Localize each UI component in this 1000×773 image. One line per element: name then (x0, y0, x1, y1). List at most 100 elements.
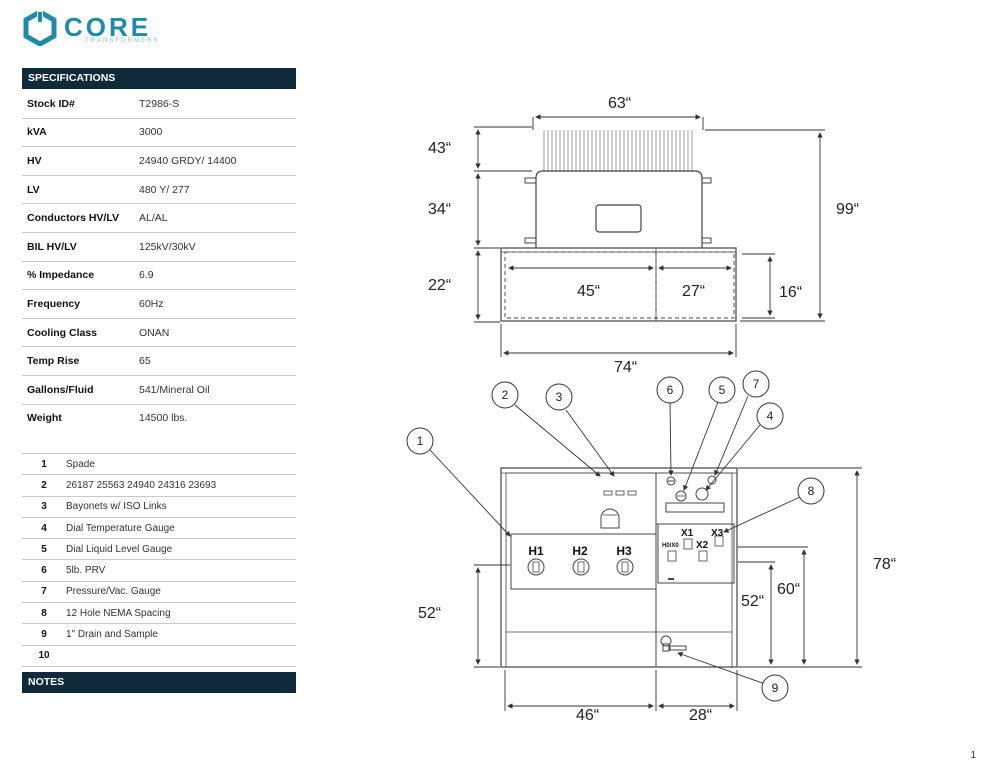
hv-label-h1: H1 (528, 544, 544, 558)
page-number: 1 (970, 750, 976, 761)
legend-number: 6 (22, 559, 66, 582)
callout-8 (797, 477, 825, 505)
front-view (406, 370, 862, 711)
prv-valve (666, 476, 676, 486)
legend-row: 10 (22, 645, 296, 667)
callout-9 (761, 674, 789, 702)
legend-text: Pressure/Vac. Gauge (66, 581, 296, 604)
lv-label-x3: X3 (711, 528, 724, 539)
lv-bushing-panel (657, 523, 735, 584)
legend-number: 9 (22, 623, 66, 646)
tank-lug-right (701, 177, 712, 184)
spec-label: kVA (22, 118, 134, 148)
spec-value: 541/Mineral Oil (134, 375, 296, 405)
callout-2-label: 2 (502, 388, 509, 402)
legend-text: 26187 25563 24940 24316 23693 (66, 474, 296, 497)
hv-bushing-panel (510, 533, 657, 590)
dim-base-height: 22“ (428, 277, 451, 294)
callout-6-label: 6 (667, 383, 674, 397)
legend-text (66, 645, 296, 667)
spec-value: 6.9 (134, 261, 296, 291)
spec-label: Frequency (22, 289, 134, 319)
callout-4 (756, 402, 784, 430)
tank-lug-left-low (524, 237, 537, 244)
compartment-dashed (504, 251, 735, 319)
callout-1-label: 1 (417, 434, 424, 448)
spec-label: Cooling Class (22, 318, 134, 348)
dim-78: 78“ (873, 556, 896, 573)
dim-28: 28“ (689, 707, 712, 724)
dim-16: 16“ (779, 284, 802, 301)
spec-label: HV (22, 146, 134, 176)
spec-value: 24940 GRDY/ 14400 (134, 146, 296, 176)
dim-46: 46“ (576, 707, 599, 724)
tap-changer-handle (600, 508, 620, 529)
spec-value: T2986-S (134, 90, 296, 119)
spec-value: ONAN (134, 318, 296, 348)
dim-tank-height: 34“ (428, 201, 451, 218)
spec-label: Stock ID# (22, 90, 134, 119)
spec-label: Gallons/Fluid (22, 375, 134, 405)
spec-label: Conductors HV/LV (22, 203, 134, 233)
cabinet-outline-top-view (500, 247, 737, 322)
callout-8-label: 8 (808, 484, 815, 498)
spec-value: 125kV/30kV (134, 232, 296, 262)
spec-label: LV (22, 175, 134, 205)
tank-body (535, 170, 703, 248)
dim-52-left: 52“ (418, 605, 441, 622)
dim-52-right: 52“ (741, 593, 764, 610)
legend-number: 4 (22, 517, 66, 540)
callout-9-label: 9 (772, 681, 779, 695)
dim-overall-height: 99“ (836, 201, 859, 218)
tank-lug-left (524, 177, 537, 184)
hv-label-h2: H2 (572, 544, 588, 558)
bayonet-fuses (603, 490, 637, 496)
spec-value: 480 Y/ 277 (134, 175, 296, 205)
dim-lv-width: 27“ (682, 283, 705, 300)
specifications-header: SPECIFICATIONS (22, 68, 296, 89)
cabinet-front (500, 467, 738, 668)
spec-label: Temp Rise (22, 346, 134, 376)
callout-leaders (429, 395, 801, 685)
top-view-dimensions (474, 114, 825, 357)
callout-4-label: 4 (767, 409, 774, 423)
spec-label: % Impedance (22, 261, 134, 291)
legend-number: 10 (22, 645, 66, 667)
lv-label-plate (665, 502, 725, 513)
legend-number: 2 (22, 474, 66, 497)
dim-fins-height: 43“ (428, 140, 451, 157)
liquid-level-gauge (675, 490, 687, 502)
logo-wordmark: CORE (64, 12, 152, 42)
legend-number: 7 (22, 581, 66, 604)
legend-number: 1 (22, 453, 66, 476)
tank-lug-right-low (701, 237, 712, 244)
legend-text: Spade (66, 453, 296, 476)
callout-7 (742, 370, 770, 398)
hexagon-logo-icon (23, 10, 57, 46)
legend-number: 3 (22, 496, 66, 518)
legend-text: Dial Liquid Level Gauge (66, 538, 296, 561)
notes-header: NOTES (22, 672, 296, 693)
callout-3 (545, 383, 573, 411)
callout-2 (491, 381, 519, 409)
spec-value: 65 (134, 346, 296, 376)
dim-width-top: 63“ (608, 95, 631, 112)
dim-60: 60“ (777, 581, 800, 598)
callout-5-label: 5 (719, 383, 726, 397)
